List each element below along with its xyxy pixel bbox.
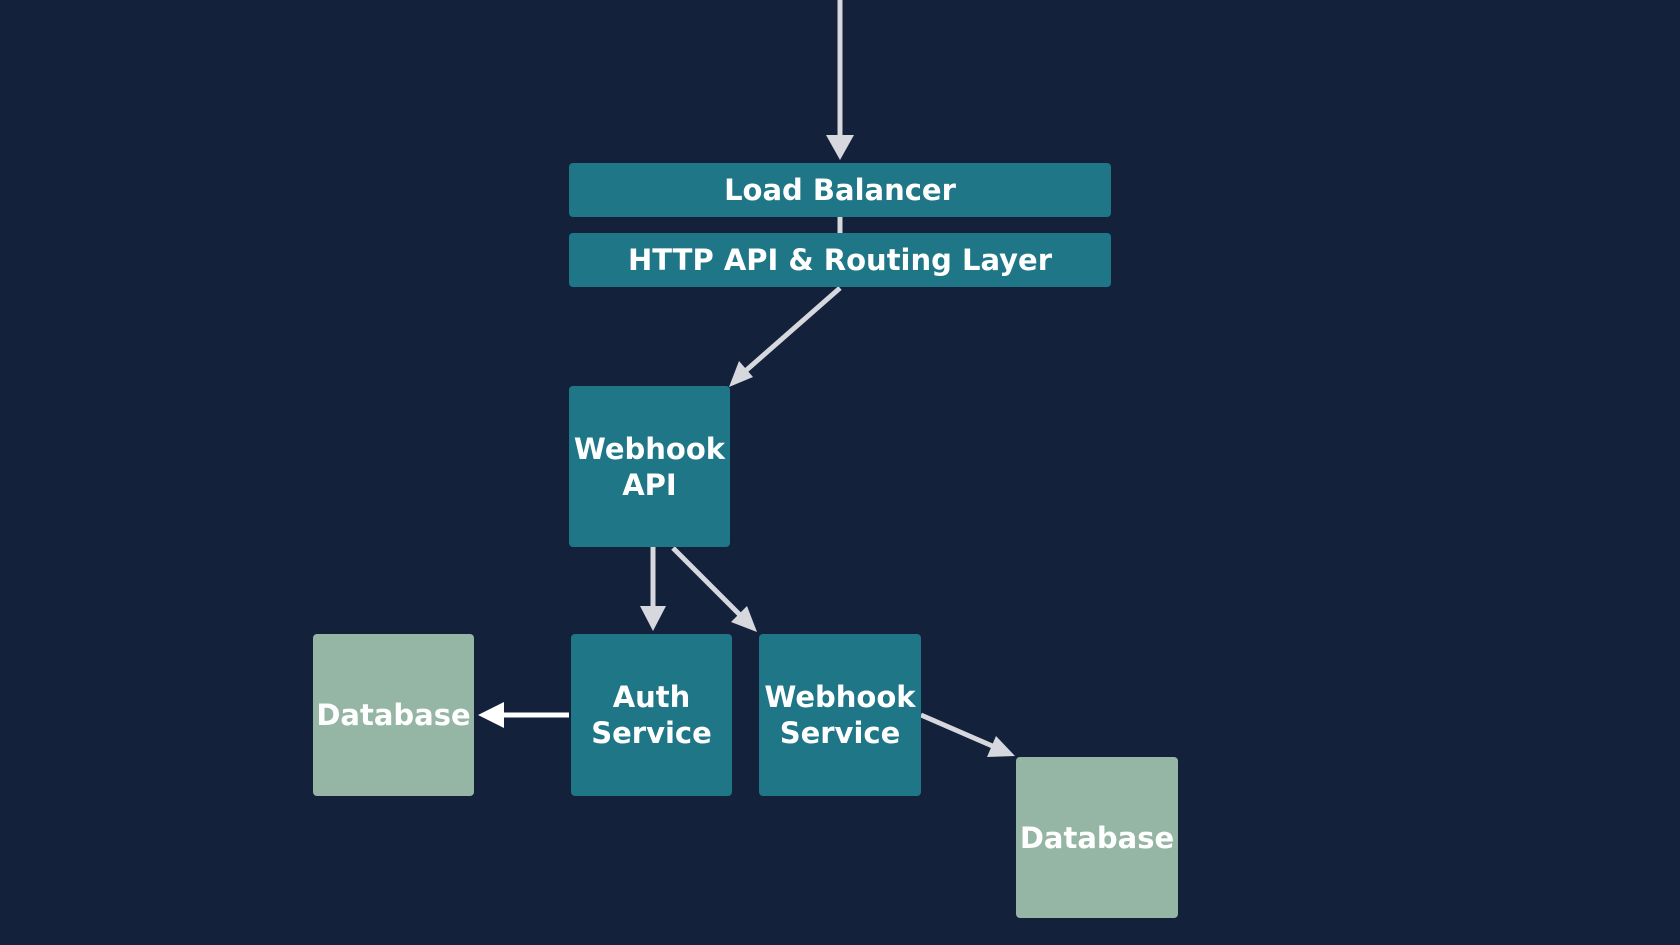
webhook-service-label: Webhook Service xyxy=(764,680,916,750)
load-balancer-label: Load Balancer xyxy=(724,173,956,207)
webhook-api-box: Webhook API xyxy=(569,386,730,547)
arrowhead-auth-service xyxy=(640,606,666,631)
arrowhead-load-balancer xyxy=(826,135,854,160)
http-routing-layer-box: HTTP API & Routing Layer xyxy=(569,233,1111,287)
load-balancer-box: Load Balancer xyxy=(569,163,1111,217)
database-right-box: Database xyxy=(1016,757,1178,918)
auth-service-label: Auth Service xyxy=(591,680,712,750)
arrowhead-database-left xyxy=(478,702,504,728)
webhook-service-box: Webhook Service xyxy=(759,634,921,796)
auth-service-box: Auth Service xyxy=(571,634,732,796)
arrowhead-webhook-api xyxy=(729,361,753,387)
edge-http-layer-to-webhook-api xyxy=(740,286,842,376)
database-right-label: Database xyxy=(1019,820,1175,855)
edge-webhook-api-to-webhook-service xyxy=(671,546,746,621)
http-routing-layer-label: HTTP API & Routing Layer xyxy=(627,243,1053,277)
arrowhead-database-right xyxy=(987,736,1015,757)
edge-webhook-service-to-database xyxy=(920,712,998,751)
webhook-api-label: Webhook API xyxy=(573,431,726,502)
arrowhead-webhook-service xyxy=(731,606,757,632)
database-left-label: Database xyxy=(316,698,471,732)
database-left-box: Database xyxy=(313,634,474,796)
